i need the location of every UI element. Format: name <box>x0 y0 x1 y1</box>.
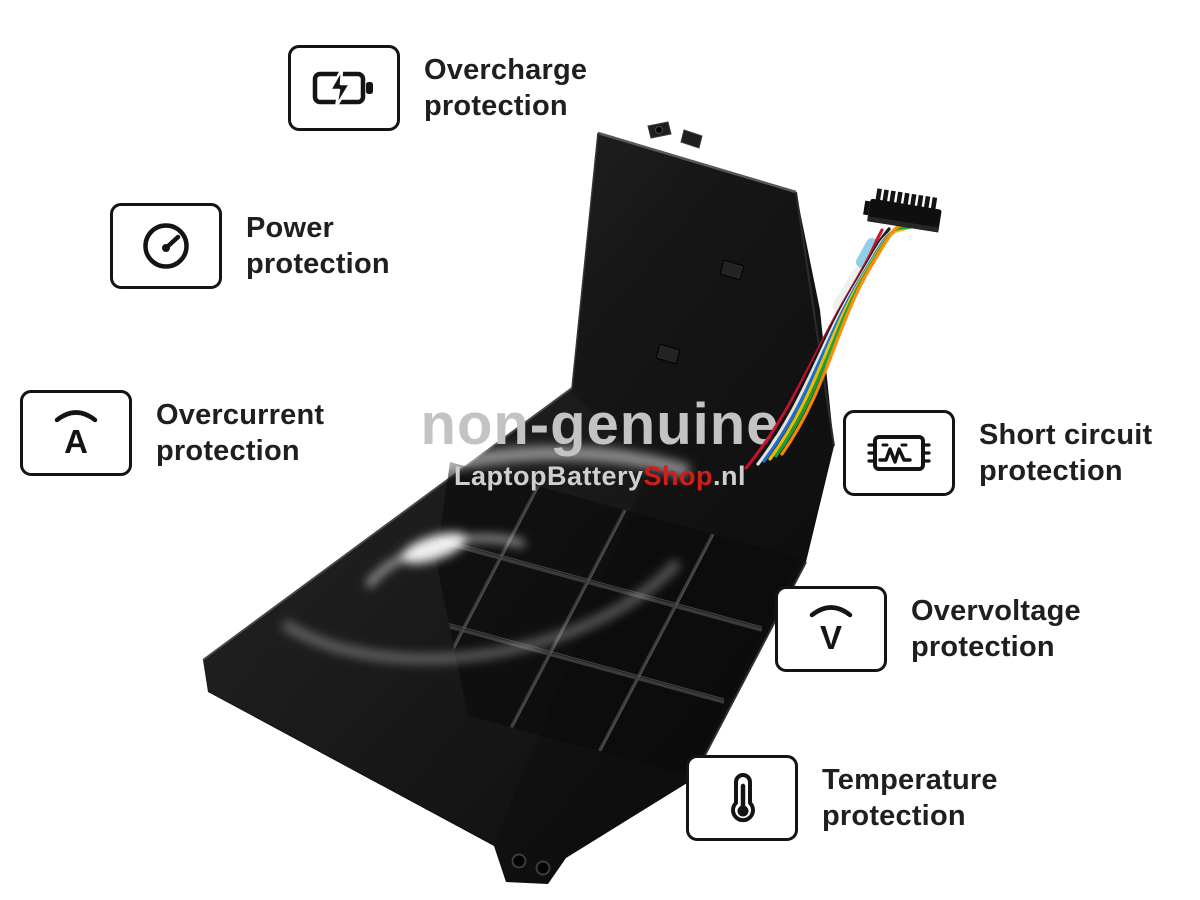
callout-short-circuit-label: Short circuit protection <box>979 419 1153 487</box>
thermometer-icon <box>686 755 798 841</box>
ampere-icon: A <box>20 390 132 476</box>
volt-letter: V <box>820 619 842 656</box>
callout-overcharge-label: Overcharge protection <box>424 54 588 122</box>
callout-overcurrent-label: Overcurrent protection <box>156 399 325 467</box>
callout-overcharge: Overcharge protection <box>288 45 587 131</box>
callout-temperature: Temperature protection <box>686 755 998 841</box>
battery-charging-icon <box>288 45 400 131</box>
callout-power-label: Power protection <box>246 212 390 280</box>
wire-connector <box>863 188 942 233</box>
volt-icon: V <box>775 586 887 672</box>
callout-overvoltage: V Overvoltage protection <box>775 586 1081 672</box>
ampere-letter: A <box>64 423 88 460</box>
callout-overcurrent: A Overcurrent protection <box>20 390 324 476</box>
callout-overvoltage-label: Overvoltage protection <box>911 595 1081 663</box>
smoke-swirl-effect <box>246 446 691 664</box>
callout-temperature-label: Temperature protection <box>822 764 998 832</box>
circuit-chip-icon <box>843 410 955 496</box>
callout-short-circuit: Short circuit protection <box>843 410 1152 496</box>
cell-pockets <box>436 462 800 775</box>
callout-power: Power protection <box>110 203 390 289</box>
power-gauge-icon <box>110 203 222 289</box>
